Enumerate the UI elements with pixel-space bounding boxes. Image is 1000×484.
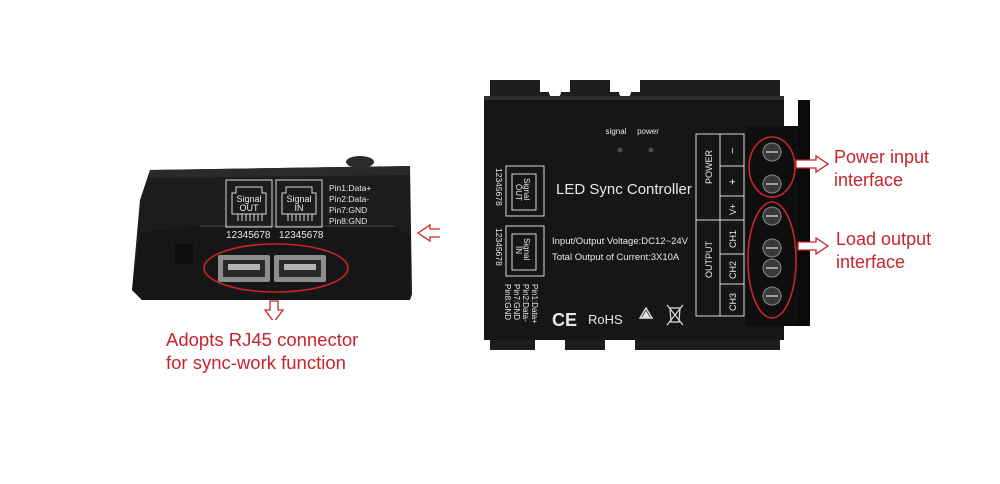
current-spec: Total Output of Current:3X10A (552, 252, 680, 263)
controller-pin-info-1: Pin1:Data+ (530, 284, 539, 324)
load-right-arrow-icon (797, 236, 830, 256)
power-group-label: POWER (704, 149, 714, 184)
left-signal-out-label-1: Signal (236, 194, 261, 204)
left-arrow-icon (416, 223, 440, 243)
terminal-label-panel (695, 133, 745, 317)
load-output-highlight-ellipse (747, 201, 797, 319)
left-pin-info-2: Pin2:Data- (329, 194, 369, 204)
controller-signal-in-label: Signal (522, 238, 531, 260)
left-pin-info-3: Pin7:GND (329, 205, 367, 215)
terminal-label-ch1: CH1 (728, 230, 738, 248)
down-arrow-icon (263, 300, 285, 320)
signal-led-label: signal (606, 127, 627, 136)
left-rj45-port-out (218, 255, 270, 282)
rj45-annotation-line1: Adopts RJ45 connector (166, 329, 359, 350)
left-rj45-in-icon (275, 179, 323, 228)
power-input-line2: interface (834, 170, 904, 190)
signal-led (617, 147, 623, 153)
left-signal-in-label-2: IN (295, 203, 304, 213)
controller-rj45-in-icon (505, 225, 545, 277)
recycle-icon (638, 306, 654, 319)
left-rj45-port-in (274, 255, 326, 282)
terminal-label-vplus: V+ (728, 204, 738, 215)
rj45-highlight-ellipse (203, 243, 349, 293)
voltage-spec: Input/Output Voltage:DC12~24V (552, 236, 689, 247)
controller-in-label: IN (514, 246, 523, 254)
rj45-annotation-line2: for sync-work function (166, 352, 346, 373)
left-device-bevel (132, 226, 410, 300)
terminal-label-ch2: CH2 (728, 261, 738, 279)
controller-pin-numbers-in: 12345678 (494, 228, 504, 266)
terminal-block (746, 100, 810, 326)
controller-rj45-out-icon (505, 165, 545, 217)
power-right-arrow-icon (795, 154, 830, 174)
left-pin-info-4: Pin8:GND (329, 216, 367, 226)
controller-pin-numbers-out: 12345678 (494, 168, 504, 206)
weee-bin-icon (666, 304, 684, 326)
left-device-top-edge (150, 166, 410, 178)
controller-pin-info-4: Pin8:GND (503, 284, 512, 320)
power-input-highlight-ellipse (748, 136, 796, 198)
left-pin-info-1: Pin1:Data+ (329, 183, 371, 193)
left-rj45-out-icon (225, 179, 273, 228)
controller-device-photo: signal power LED Sync Controller Input/O… (484, 80, 830, 350)
terminal-label-plus: + (727, 179, 739, 185)
power-input-line1: Power input (834, 147, 930, 167)
power-led-label: power (637, 127, 659, 136)
load-output-line2: interface (836, 252, 906, 272)
rohs-mark: RoHS (588, 312, 623, 327)
left-pin-numbers-in: 12345678 (279, 230, 324, 241)
output-group-label: OUTPUT (704, 241, 714, 279)
controller-signal-out-label: Signal (522, 178, 531, 200)
left-device-photo: Signal OUT Signal IN 12345678 12345678 P… (132, 156, 440, 320)
left-signal-in-label-1: Signal (286, 194, 311, 204)
left-pin-numbers-out: 12345678 (226, 230, 271, 241)
controller-out-label: OUT (514, 184, 523, 201)
ce-mark: CE (552, 310, 577, 330)
controller-body (484, 96, 784, 340)
rj45-annotation: Adopts RJ45 connector for sync-work func… (166, 328, 358, 374)
terminal-label-minus: − (727, 148, 739, 154)
load-output-annotation: Load output interface (836, 228, 931, 274)
left-signal-out-label-2: OUT (240, 203, 260, 213)
power-led (648, 147, 654, 153)
controller-pin-info-3: Pin7:GND (512, 284, 521, 320)
controller-title: LED Sync Controller (556, 181, 692, 198)
load-output-line1: Load output (836, 229, 932, 249)
power-input-annotation: Power input interface (834, 146, 929, 192)
controller-pin-info-2: Pin2:Data- (521, 284, 530, 322)
terminal-label-ch3: CH3 (728, 293, 738, 311)
